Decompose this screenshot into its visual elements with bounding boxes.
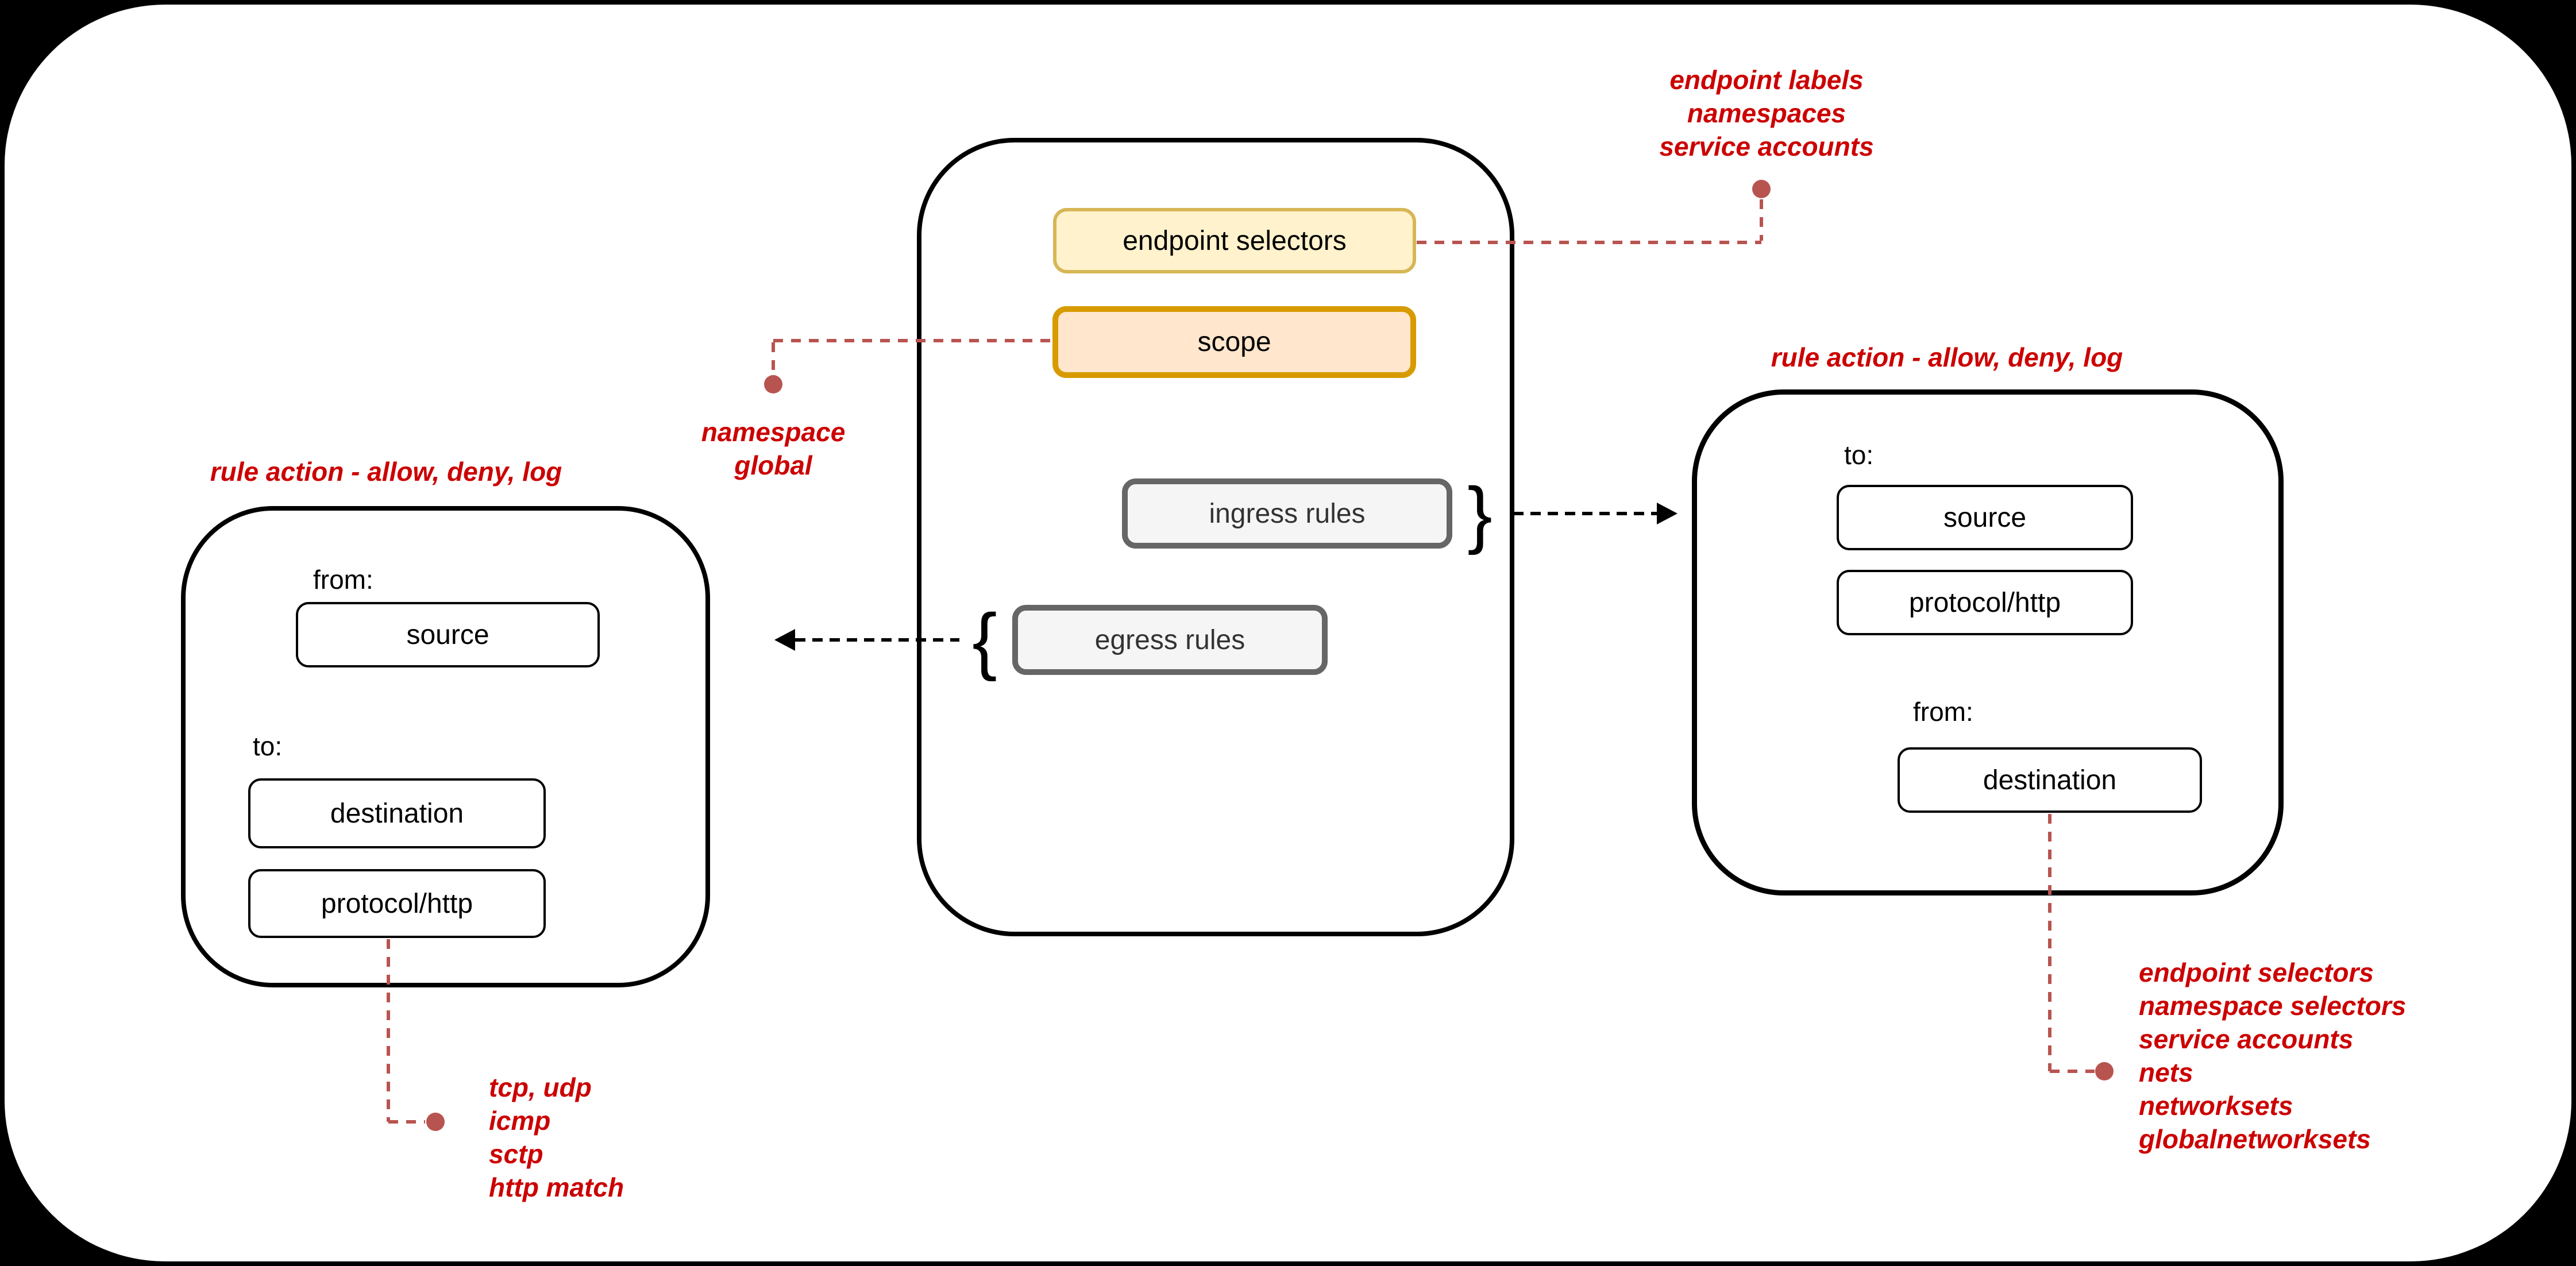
note-line: namespace [701, 417, 846, 447]
note-line: icmp [489, 1106, 551, 1136]
note-line: endpoint labels [1669, 65, 1864, 95]
ingress-close-brace: } [1467, 472, 1493, 555]
endpoint-note-connector-horizontal [1417, 241, 1761, 244]
ingress-source-box: source [1837, 485, 2133, 550]
note-line: networksets [2139, 1091, 2293, 1121]
scope-box: scope [1052, 306, 1416, 378]
note-line: namespace selectors [2139, 991, 2407, 1021]
scope-note: namespace global [658, 415, 888, 482]
ingress-protocol-box: protocol/http [1837, 570, 2133, 635]
ingress-rules-box: ingress rules [1122, 478, 1452, 549]
note-line: endpoint selectors [2139, 958, 2374, 987]
ingress-destination-box: destination [1898, 747, 2202, 813]
note-line: tcp, udp [489, 1072, 592, 1102]
endpoint-selectors-label: endpoint selectors [1123, 225, 1347, 256]
endpoint-note-connector-dot [1752, 180, 1771, 198]
note-line: http match [489, 1172, 624, 1202]
scope-note-connector-vertical [772, 342, 775, 374]
egress-from-label: from: [313, 565, 373, 595]
ingress-protocol-label: protocol/http [1908, 587, 2061, 618]
ingress-arrowhead-icon [1657, 503, 1678, 524]
note-line: service accounts [2139, 1024, 2354, 1054]
ingress-to-label: to: [1844, 440, 1874, 470]
ingress-rule-action-note: rule action - allow, deny, log [1771, 342, 2123, 372]
egress-rules-label: egress rules [1094, 624, 1245, 655]
destination-note-connector-vertical [2048, 814, 2051, 1071]
egress-destination-label: destination [330, 798, 464, 829]
egress-protocol-box: protocol/http [248, 869, 546, 938]
egress-source-box: source [296, 602, 600, 667]
ingress-from-label: from: [1913, 697, 1973, 727]
ingress-arrow-line [1513, 512, 1657, 515]
egress-open-brace: { [972, 598, 997, 682]
destination-note-connector-horizontal [2050, 1070, 2095, 1073]
protocol-note: tcp, udp icmp sctp http match [489, 1071, 624, 1204]
note-line: global [734, 450, 812, 480]
egress-rule-action-note: rule action - allow, deny, log [210, 457, 562, 487]
egress-destination-box: destination [248, 778, 546, 848]
ingress-source-label: source [1943, 502, 2027, 533]
egress-rules-box: egress rules [1012, 605, 1328, 675]
scope-note-connector-horizontal [773, 339, 1052, 342]
endpoint-selectors-note: endpoint labels namespaces service accou… [1594, 63, 1939, 163]
ingress-detail-box [1692, 389, 2284, 896]
ingress-destination-label: destination [1983, 765, 2117, 796]
note-line: service accounts [1659, 132, 1874, 161]
egress-to-label: to: [253, 731, 283, 761]
protocol-note-connector-dot [426, 1113, 445, 1131]
egress-protocol-label: protocol/http [321, 888, 473, 919]
note-line: namespaces [1687, 98, 1846, 128]
note-line: nets [2139, 1057, 2193, 1087]
ingress-rules-label: ingress rules [1209, 498, 1366, 529]
egress-arrow-line [795, 638, 959, 642]
endpoint-note-connector-vertical [1760, 199, 1763, 241]
egress-source-label: source [406, 619, 489, 650]
protocol-note-connector-vertical [387, 939, 390, 1122]
protocol-note-connector-horizontal [388, 1120, 425, 1124]
destination-note: endpoint selectors namespace selectors s… [2139, 956, 2406, 1156]
egress-arrowhead-icon [774, 629, 795, 651]
endpoint-selectors-box: endpoint selectors [1053, 208, 1416, 273]
destination-note-connector-dot [2095, 1062, 2114, 1080]
note-line: globalnetworksets [2139, 1124, 2371, 1154]
scope-note-connector-dot [764, 375, 782, 393]
note-line: sctp [489, 1139, 543, 1169]
scope-label: scope [1197, 327, 1271, 357]
